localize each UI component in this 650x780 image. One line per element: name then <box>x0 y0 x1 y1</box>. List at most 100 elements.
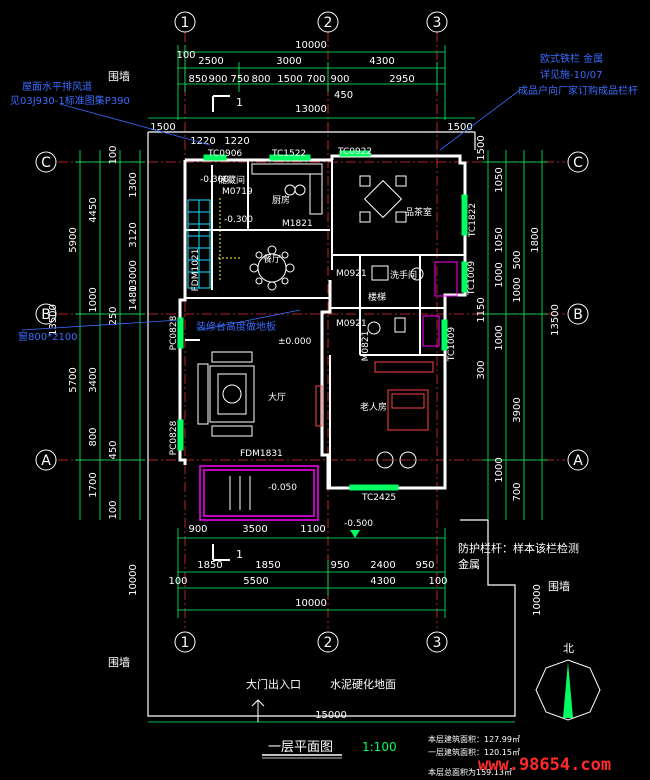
dim-right-5: 1000 <box>494 262 505 287</box>
bath-fixtures <box>367 261 458 347</box>
dim-right-12: 1000 <box>512 277 523 302</box>
dim-left-12: 100 <box>108 145 119 164</box>
tag-tc1009b: TC1009 <box>447 327 457 362</box>
callout-lines <box>21 89 521 331</box>
dim-right-4: 13500 <box>550 304 561 336</box>
area-note-1: 本层建筑面积：127.99㎡ <box>428 734 520 744</box>
dim-left-16: 1000 <box>88 287 99 312</box>
note-stage: 装修台高度做地板 <box>196 320 276 333</box>
bottom-dimensions: 900 3500 1100 1850 1850 950 2400 950 550… <box>168 524 447 721</box>
dim-left-6: 3400 <box>88 367 99 392</box>
dim-13000: 13000 <box>295 104 327 115</box>
axis-label-right-b: B <box>573 307 583 323</box>
tag-tc0922: TC0922 <box>337 147 372 157</box>
note-wall-left: 围墙 <box>108 655 130 669</box>
dim-bot-3500: 3500 <box>242 524 267 535</box>
axis-label-left-c: C <box>41 155 51 171</box>
dim-right-7: 1150 <box>476 297 487 322</box>
dim-left-13: 100 <box>108 500 119 519</box>
room-kitchen: 厨房 <box>272 194 290 206</box>
dim-top-f5: 1500 <box>277 74 302 85</box>
axis-label-top-2: 2 <box>324 15 333 31</box>
dim-top-2500: 2500 <box>198 56 223 67</box>
dim-bot-5500: 5500 <box>243 576 268 587</box>
door-window-tags: TC0906 TC1522 TC0922 TC1822 M0719 M1821 … <box>169 147 478 503</box>
room-bath: 洗手间 <box>390 269 417 281</box>
dim-1500-left: 1500 <box>150 122 175 133</box>
right-dimensions: 1500 1050 1050 13500 1000 1000 1150 3900… <box>476 135 561 616</box>
note-wall-top: 围墙 <box>108 69 130 83</box>
dim-top-f6: 700 <box>306 74 325 85</box>
note-slope: 屋面水平排风道 <box>22 80 92 93</box>
axis-label-right-c: C <box>573 155 583 171</box>
stair-dashed <box>218 198 240 280</box>
dim-bot-100b: 100 <box>428 576 447 587</box>
tag-m0921b: M0921 <box>336 319 367 329</box>
dim-left-10: 1300 <box>128 172 139 197</box>
dim-bot2-4: 2400 <box>370 560 395 571</box>
dim-1500-right: 1500 <box>447 122 472 133</box>
living-furniture <box>197 351 323 437</box>
windows <box>177 150 468 491</box>
dim-right-11: 1800 <box>530 227 541 252</box>
dim-bot-4300: 4300 <box>370 576 395 587</box>
drawing-title: 一层平面图 <box>268 740 333 755</box>
left-dimensions: 4450 5900 3120 13500 5700 3400 800 450 1… <box>48 145 139 595</box>
tag-m0921a: M0921 <box>336 269 367 279</box>
dining-furniture <box>249 245 295 291</box>
note-euro: 欧式铁栏 金属 <box>540 52 603 65</box>
tag-m0719: M0719 <box>222 187 253 197</box>
tag-fdm1021: FDM1021 <box>191 249 201 292</box>
dim-right-1: 1500 <box>476 135 487 160</box>
room-tea: 品茶室 <box>405 206 432 218</box>
dim-right-10: 700 <box>512 482 523 501</box>
dim-top-f4: 800 <box>251 74 270 85</box>
interior-walls <box>184 160 465 488</box>
level-triangle <box>350 530 360 538</box>
elder-furniture <box>374 361 434 469</box>
dim-left-4: 13500 <box>48 304 59 336</box>
dim-site-total: 15000 <box>315 710 347 721</box>
level-5: -0.500 <box>344 519 373 529</box>
tag-tc2425: TC2425 <box>361 493 396 503</box>
level-3: ±0.000 <box>278 337 312 347</box>
dim-right-15: 10000 <box>532 584 543 616</box>
axis-label-bottom-3: 3 <box>433 635 442 651</box>
dim-bot2-5: 950 <box>415 560 434 571</box>
dim-left-7: 800 <box>88 427 99 446</box>
dim-top-total: 10000 <box>295 40 327 51</box>
dim-left-3: 3120 <box>128 222 139 247</box>
tag-tc0906: TC0906 <box>207 149 242 159</box>
dim-top-f8: 2950 <box>389 74 414 85</box>
note-rail2: 金属 <box>458 557 480 571</box>
room-dining: 餐厅 <box>263 253 281 265</box>
room-stair2: 楼梯 <box>368 291 386 303</box>
dim-right-14: 300 <box>476 360 487 379</box>
watermark: www.98654.com <box>478 755 611 775</box>
level-4: -0.050 <box>268 483 297 493</box>
dim-left-14: 13000 <box>128 260 139 292</box>
dim-450: 450 <box>334 90 353 101</box>
tag-fdm1831: FDM1831 <box>240 449 283 459</box>
title-block: 一层平面图 1:100 本层建筑面积：127.99㎡ 一层建筑面积：120.15… <box>262 734 520 777</box>
dim-top-3000: 3000 <box>276 56 301 67</box>
tag-m0821: M0821 <box>361 331 371 362</box>
top-dimensions: 10000 2500 3000 4300 850 900 750 800 150… <box>150 40 472 147</box>
area-note-2: 一层建筑面积：120.15㎡ <box>428 747 520 757</box>
dim-1220-a: 1220 <box>190 136 215 147</box>
note-wall-right: 围墙 <box>548 579 570 593</box>
tag-tc1822: TC1822 <box>468 203 478 238</box>
tag-pc0828b: PC0828 <box>169 420 179 455</box>
tea-furniture <box>359 175 407 223</box>
dim-bot-100a: 100 <box>168 576 187 587</box>
dim-bot-total: 10000 <box>295 598 327 609</box>
area-note-3: 本层总面积为159.13㎡ <box>428 767 512 777</box>
porch <box>199 465 319 521</box>
dim-bot2-2: 1850 <box>255 560 280 571</box>
room-elder: 老人房 <box>360 401 387 413</box>
axis-labels: 1 2 3 1 2 3 C B A C B A <box>41 15 583 651</box>
level-2: -0.300 <box>224 215 253 225</box>
room-living: 大厅 <box>268 391 286 403</box>
dim-bot-1100: 1100 <box>300 524 325 535</box>
dim-top-f3: 750 <box>230 74 249 85</box>
